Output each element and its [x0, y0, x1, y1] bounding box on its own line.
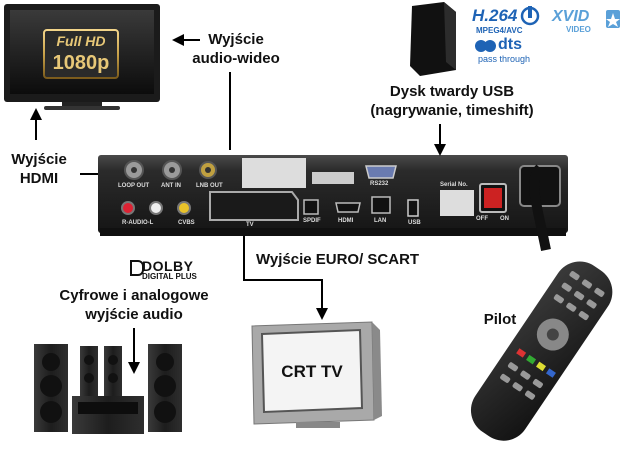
full-hd-badge: [43, 29, 119, 79]
av-output-line-2: audio-wideo: [192, 50, 280, 67]
port-r-audio-l: R-AUDIO-L: [122, 220, 154, 226]
hdmi-output-label: Wyjście HDMI: [4, 150, 74, 188]
arrows: [30, 34, 446, 374]
audio-output-label: Cyfrowe i analogowe wyjście audio: [44, 286, 224, 324]
full-hd-badge-text: Full HD: [56, 33, 106, 49]
port-lan: LAN: [374, 218, 387, 224]
xvid-video-text: VIDEO: [566, 25, 591, 34]
speakers: [34, 344, 182, 434]
port-loop-out: LOOP OUT: [118, 183, 150, 189]
usb-disk-line-1: Dysk twardy USB: [389, 83, 515, 100]
port-hdmi: HDMI: [338, 218, 354, 224]
dts-pass-through-text: pass through: [478, 54, 531, 64]
usb-disk-line-2: (nagrywanie, timeshift): [370, 102, 534, 119]
port-ant-in: ANT IN: [161, 183, 181, 189]
av-output-label: Wyjście audio-wideo: [186, 30, 286, 68]
power-off: OFF: [476, 216, 488, 222]
audio-output-line-1: Cyfrowe i analogowe: [59, 287, 209, 304]
remote-label: Pilot: [483, 311, 517, 328]
port-lnb-out: LNB OUT: [196, 183, 223, 189]
audio-output-line-2: wyjście audio: [85, 306, 183, 323]
dts-logo-text: dts: [498, 36, 522, 53]
port-spdif: SPDIF: [303, 218, 321, 224]
port-cvbs: CVBS: [178, 220, 195, 226]
dolby-digital-plus-text: DIGITAL PLUS: [142, 272, 197, 281]
crt-tv: [251, 321, 382, 428]
flat-tv: [4, 4, 160, 110]
1080p-badge-text: 1080p: [52, 52, 110, 74]
port-rs232: RS232: [370, 181, 389, 187]
power-on: ON: [500, 216, 509, 222]
xvid-logo-mark: [606, 10, 620, 28]
dolby-logo-text: DOLBY: [142, 258, 194, 274]
usb-hard-disk: [410, 2, 456, 76]
port-usb: USB: [408, 220, 421, 226]
usb-disk-label: Dysk twardy USB (nagrywanie, timeshift): [360, 82, 544, 120]
xvid-logo-text: XVID: [552, 8, 590, 25]
dolby-icon: [130, 260, 144, 276]
hdmi-output-line-1: Wyjście: [11, 151, 67, 168]
set-top-box: [98, 155, 568, 251]
remote-control: [470, 261, 613, 441]
mpeg4-logo: [520, 6, 540, 26]
serial-number-label: Serial No.: [440, 182, 468, 188]
dts-logo-mark: [475, 40, 496, 52]
scart-arrow: [243, 236, 328, 320]
h264-logo-text: H.264: [472, 6, 518, 25]
scart-output-label: Wyjście EURO/ SCART: [256, 251, 420, 268]
av-output-line-1: Wyjście: [208, 31, 264, 48]
port-tv: TV: [246, 222, 254, 228]
mpeg4-avc-text: MPEG4/AVC: [476, 26, 523, 35]
hdmi-output-line-2: HDMI: [19, 170, 59, 187]
crt-tv-label: CRT TV: [281, 362, 343, 381]
